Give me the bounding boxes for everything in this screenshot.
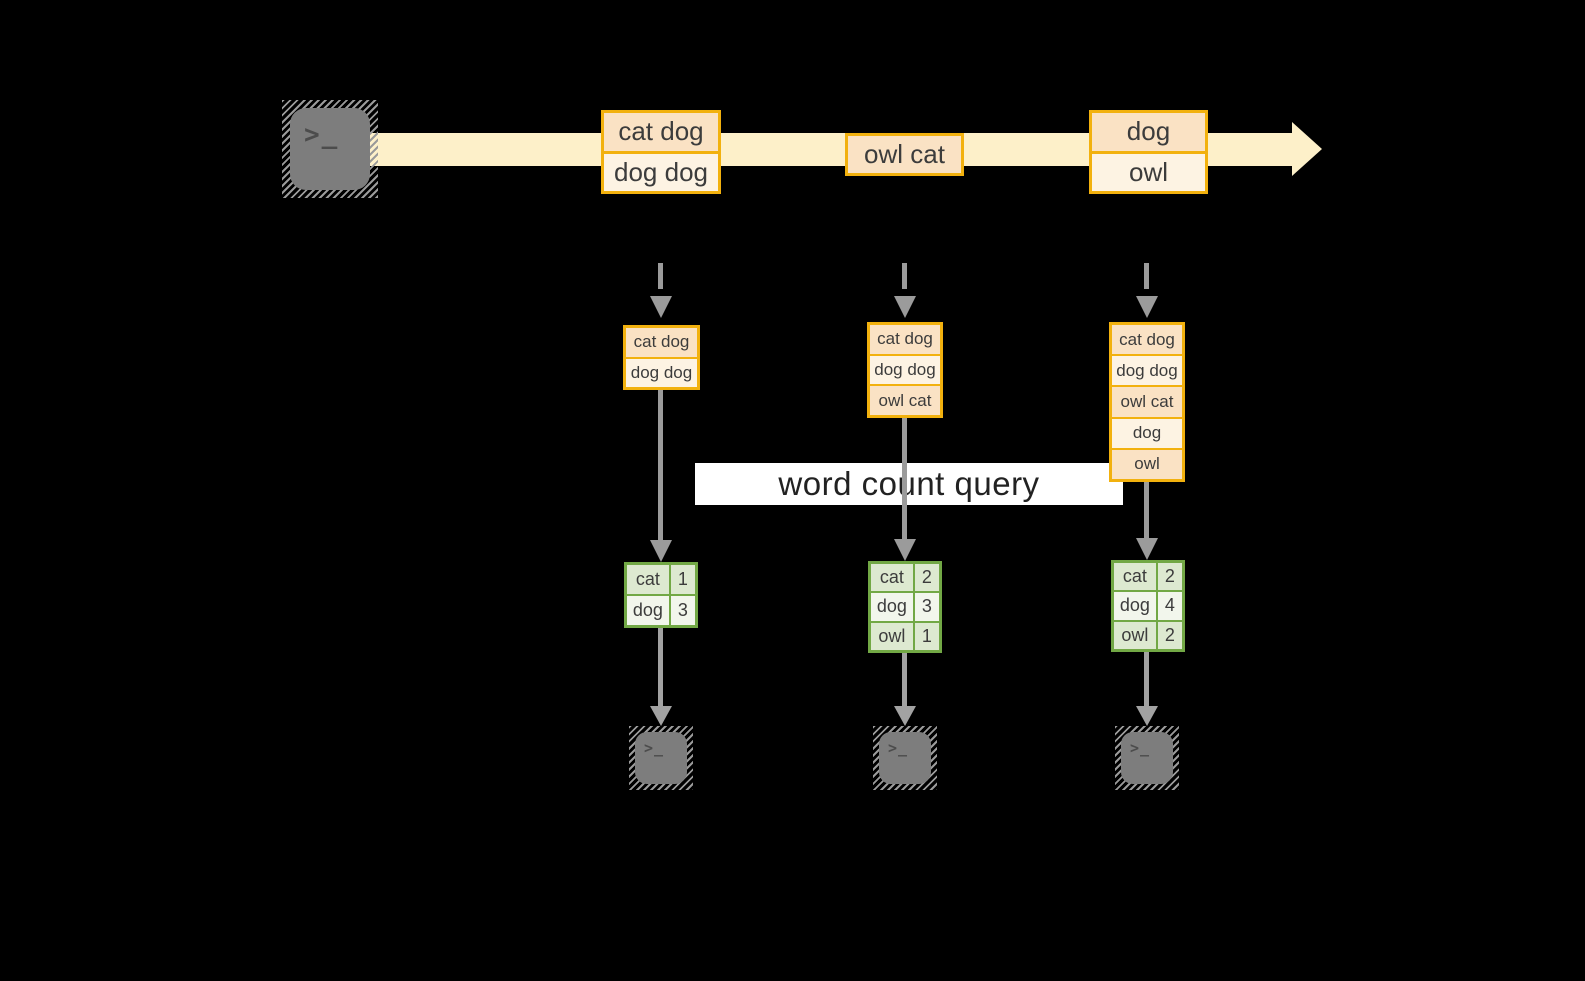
query-flow-arrow-line [902,418,907,541]
terminal-screen: >_ [1121,732,1173,784]
word-count-table-3: cat 2 dog 4 owl 2 [1111,560,1185,652]
prompt-icon: >_ [644,739,665,757]
output-terminal-icon: >_ [1115,726,1179,790]
count-word-cell: cat [871,564,913,592]
output-arrow-line [902,653,907,707]
count-value-cell: 1 [914,622,939,650]
count-value-cell: 3 [670,596,695,625]
buffer-word-row: dog dog [626,358,697,387]
ingest-arrowhead-icon [650,296,672,318]
count-value-cell: 4 [1157,592,1182,620]
accumulated-events-box-1: cat dog dog dog [623,325,700,390]
count-word-cell: dog [1114,592,1156,620]
count-word-cell: cat [1114,563,1156,591]
stream-event-box-3: dog owl [1089,110,1208,194]
count-value-cell: 3 [914,593,939,621]
prompt-icon: >_ [888,739,909,757]
count-value-cell: 2 [1157,563,1182,591]
terminal-screen: >_ [635,732,687,784]
buffer-word-row: dog dog [870,355,940,385]
buffer-word-row: dog dog [1112,356,1182,386]
accumulated-events-box-3: cat dog dog dog owl cat dog owl [1109,322,1185,482]
query-flow-arrow-line [658,390,663,542]
query-flow-arrowhead-icon [650,540,672,562]
output-terminal-icon: >_ [629,726,693,790]
event-word-row: dog [1092,113,1205,151]
ingest-arrowhead-icon [1136,296,1158,318]
event-word-row: cat dog [604,113,718,151]
output-terminal-icon: >_ [873,726,937,790]
buffer-word-row: owl cat [1112,387,1182,417]
accumulated-events-box-2: cat dog dog dog owl cat [867,322,943,418]
buffer-word-row: cat dog [870,325,940,354]
buffer-word-row: owl cat [870,386,940,416]
buffer-word-row: cat dog [626,328,697,357]
event-word-row: owl cat [848,136,961,173]
output-arrowhead-icon [650,706,672,726]
count-word-cell: cat [627,565,669,594]
word-count-table-1: cat 1 dog 3 [624,562,698,628]
stream-event-box-2: owl cat [845,133,964,176]
query-flow-arrowhead-icon [894,539,916,561]
query-label: word count query [778,465,1040,502]
terminal-screen: >_ [879,732,931,784]
word-count-table-2: cat 2 dog 3 owl 1 [868,561,942,653]
event-word-row: dog dog [604,153,718,191]
count-value-cell: 2 [914,564,939,592]
terminal-screen: >_ [290,108,370,190]
stream-arrowhead-icon [1292,122,1322,176]
output-arrow-line [1144,652,1149,707]
output-arrowhead-icon [1136,706,1158,726]
count-value-cell: 2 [1157,621,1182,649]
stream-event-box-1: cat dog dog dog [601,110,721,194]
ingest-arrowhead-icon [894,296,916,318]
count-value-cell: 1 [670,565,695,594]
event-word-row: owl [1092,153,1205,191]
prompt-icon: >_ [304,120,340,150]
count-word-cell: dog [871,593,913,621]
output-arrow-line [658,628,663,707]
ingest-arrow-line [902,263,907,289]
ingest-arrow-line [658,263,663,289]
buffer-word-row: owl [1112,449,1182,480]
source-terminal-icon: >_ [282,100,378,198]
buffer-word-row: dog [1112,418,1182,448]
ingest-arrow-line [1144,263,1149,289]
prompt-icon: >_ [1130,739,1151,757]
query-flow-arrow-line [1144,482,1149,540]
query-label-banner: word count query [695,463,1123,505]
buffer-word-row: cat dog [1112,325,1182,355]
count-word-cell: dog [627,596,669,625]
count-word-cell: owl [871,622,913,650]
count-word-cell: owl [1114,621,1156,649]
query-flow-arrowhead-icon [1136,538,1158,560]
output-arrowhead-icon [894,706,916,726]
